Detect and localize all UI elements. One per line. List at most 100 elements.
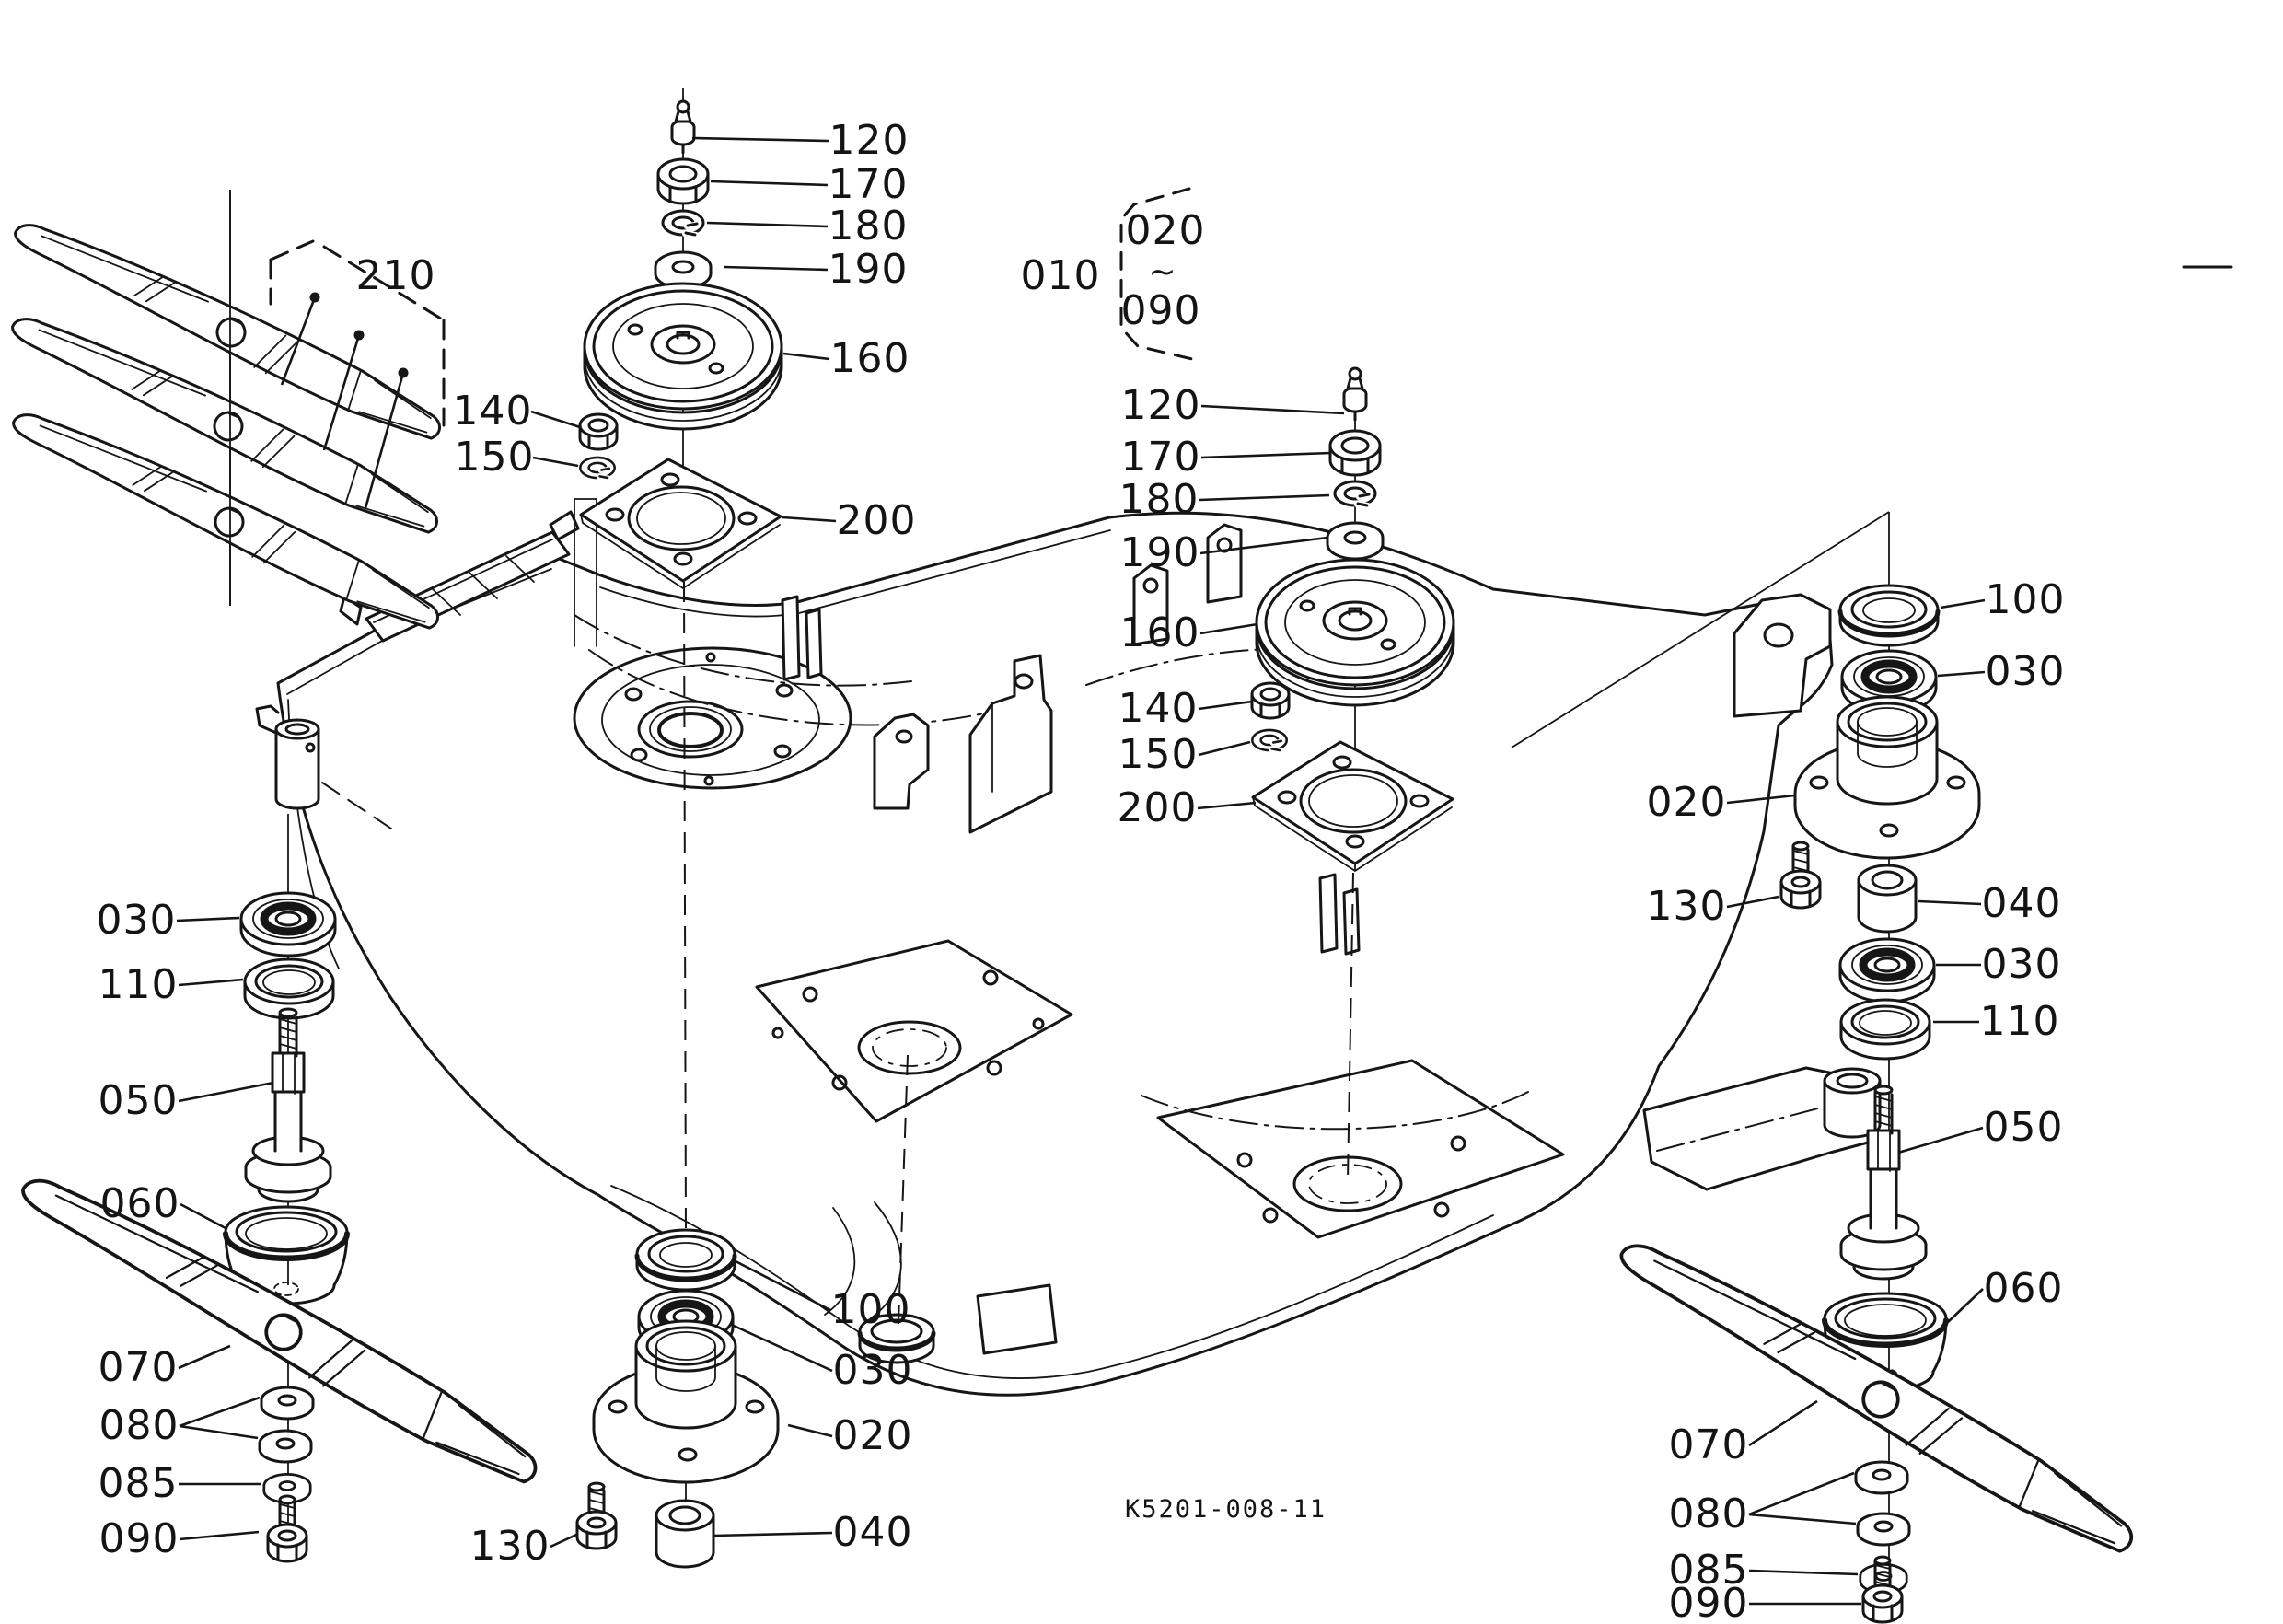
leader-line — [1199, 493, 1330, 502]
part-callout-070: 070 — [98, 1344, 179, 1391]
leader-dot — [309, 292, 320, 303]
group-range-end: 090 — [1120, 287, 1201, 334]
leader-line — [1940, 598, 1986, 609]
part-callout-170: 170 — [1120, 434, 1201, 481]
part-callout-130: 130 — [469, 1523, 550, 1570]
deck-right-arm — [1642, 1066, 1882, 1191]
part-callout-085: 085 — [1668, 1547, 1749, 1594]
part-callout-040: 040 — [1981, 880, 2062, 927]
part-callout-060: 060 — [99, 1180, 180, 1227]
part-callout-120: 120 — [829, 117, 910, 164]
leader-line — [530, 410, 581, 429]
leader-line — [1937, 670, 1986, 678]
part-callout-030: 030 — [1981, 941, 2062, 988]
leader-line — [550, 1533, 577, 1549]
leader-line — [1947, 1288, 1984, 1323]
leader-line — [1198, 700, 1253, 711]
deck-hanger-bracket-a — [968, 654, 1053, 834]
part-callout-090: 090 — [1668, 1580, 1749, 1624]
leader-line — [1748, 1569, 1859, 1576]
leader-line — [1200, 451, 1332, 459]
part-callout-020: 020 — [1646, 779, 1727, 826]
leader-line — [1748, 1471, 1855, 1516]
part-callout-180: 180 — [1118, 476, 1199, 523]
part-callout-180: 180 — [828, 203, 909, 249]
leader-line — [1198, 740, 1251, 757]
leader-line — [322, 334, 361, 451]
group-010-dashed-bracket — [1119, 187, 1194, 361]
leader-line — [1726, 794, 1796, 805]
blade-set-dashed-box — [269, 239, 446, 427]
mower-deck — [255, 265, 2233, 1397]
part-callout-040: 040 — [832, 1509, 913, 1556]
deck-clips-left — [781, 595, 823, 681]
leader-line — [782, 352, 830, 361]
deck-hanger-sleeve — [255, 704, 400, 835]
leader-line — [178, 1081, 274, 1103]
part-callout-080: 080 — [1668, 1491, 1749, 1537]
part-callout-090: 090 — [99, 1515, 180, 1562]
part-callout-110: 110 — [98, 961, 179, 1008]
leader-line — [179, 1424, 259, 1440]
part-callout-160: 160 — [829, 335, 910, 382]
leader-line — [178, 978, 244, 987]
deck-corner-bracket — [1733, 593, 1832, 718]
group-range-start: 020 — [1125, 207, 1206, 254]
leader-line — [787, 1423, 833, 1438]
part-callout-160: 160 — [1119, 609, 1200, 656]
deck-boss-left-spindle — [573, 646, 852, 790]
leader-line — [735, 1259, 831, 1312]
deck-hanger-bracket-b — [873, 713, 930, 810]
deck-plate-center-spindle — [755, 939, 1073, 1123]
deck-boss-bottom — [857, 1313, 936, 1364]
part-callout-030: 030 — [832, 1347, 913, 1394]
leader-line — [723, 265, 829, 272]
part-callout-210: 210 — [355, 252, 436, 299]
part-callout-190: 190 — [828, 246, 909, 293]
blade-set-210 — [0, 190, 454, 637]
part-callout-190: 190 — [1119, 529, 1200, 576]
leader-dot — [398, 367, 409, 378]
leader-line — [1199, 536, 1328, 555]
part-callout-100: 100 — [1985, 576, 2066, 623]
part-callout-140: 140 — [1118, 685, 1199, 732]
leader-line — [713, 1531, 833, 1537]
leader-line — [280, 296, 317, 386]
leader-line — [178, 1344, 231, 1370]
group-callout-010: 010 — [1020, 252, 1101, 299]
leader-line — [179, 1396, 261, 1428]
leader-line — [1726, 895, 1779, 909]
part-callout-070: 070 — [1668, 1421, 1749, 1468]
part-callout-020: 020 — [832, 1412, 913, 1459]
part-callout-050: 050 — [98, 1077, 179, 1124]
part-callout-030: 030 — [1985, 648, 2066, 695]
leader-line — [733, 1324, 833, 1373]
leader-line — [179, 1530, 260, 1541]
part-callout-085: 085 — [98, 1460, 179, 1507]
leader-line — [782, 516, 837, 523]
leader-line — [1918, 899, 1982, 906]
leader-line — [1199, 622, 1258, 635]
part-callout-110: 110 — [1979, 998, 2060, 1045]
leader-line — [1200, 404, 1345, 415]
leader-line — [710, 180, 829, 187]
part-callout-170: 170 — [828, 161, 909, 208]
leader-dot — [353, 330, 365, 341]
part-callout-200: 200 — [836, 497, 917, 544]
part-callout-130: 130 — [1646, 883, 1727, 930]
deck-belt-guide-tabs — [1132, 523, 1243, 646]
leader-line — [1197, 801, 1257, 810]
part-callout-150: 150 — [1118, 731, 1199, 778]
part-callout-060: 060 — [1983, 1265, 2064, 1312]
leader-line — [1748, 1399, 1818, 1447]
part-callout-140: 140 — [452, 388, 533, 435]
part-callout-150: 150 — [454, 434, 535, 481]
leader-line — [364, 372, 405, 509]
part-callout-030: 030 — [96, 897, 177, 944]
leader-line — [176, 916, 240, 922]
part-callout-100: 100 — [830, 1286, 911, 1333]
leader-line — [180, 1202, 226, 1230]
